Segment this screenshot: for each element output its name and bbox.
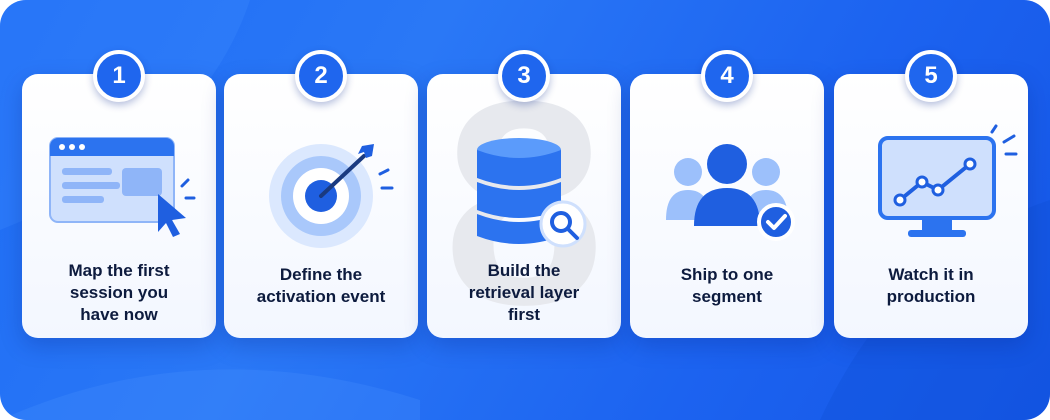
step-card-5: 5 Watch it in production bbox=[834, 50, 1028, 338]
step-label-4: Ship to one segment bbox=[680, 265, 774, 306]
step-label-2: Define the activation event bbox=[256, 265, 386, 306]
step-card-1: 1 Map the first session you have now bbox=[22, 50, 216, 338]
step-card-4: 4 Ship to one segment bbox=[630, 50, 824, 338]
database-search-icon bbox=[477, 138, 587, 248]
monitor-line-chart-icon bbox=[878, 124, 1018, 237]
step-number-1: 1 bbox=[93, 50, 145, 102]
step-number-2: 2 bbox=[295, 50, 347, 102]
target-dart-icon bbox=[269, 144, 394, 248]
step-card-3: 8 3 Build the retrieval layer first bbox=[427, 50, 621, 338]
step-label-1: Map the first session you have now bbox=[68, 261, 170, 324]
step-number-3: 3 bbox=[498, 50, 550, 102]
step-label-3: Build the retrieval layer first bbox=[468, 261, 580, 324]
user-group-check-icon bbox=[666, 144, 795, 241]
browser-window-cursor-icon bbox=[49, 137, 196, 237]
step-number-5: 5 bbox=[905, 50, 957, 102]
step-card-2: 2 Define the activation event bbox=[224, 50, 418, 338]
step-number-4: 4 bbox=[701, 50, 753, 102]
step-label-5: Watch it in production bbox=[886, 265, 976, 306]
